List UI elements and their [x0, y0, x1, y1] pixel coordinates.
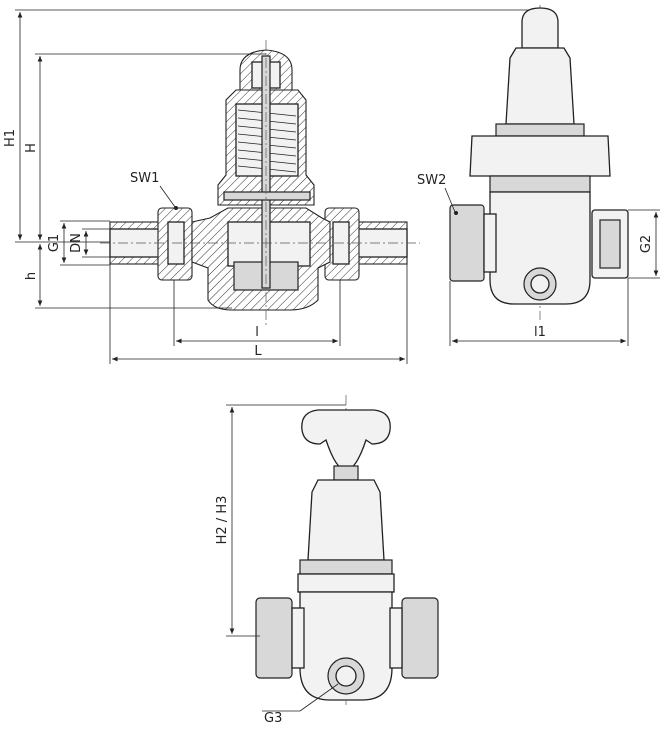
- handwheel-ring: [299, 559, 393, 575]
- label-SW2: SW2: [417, 173, 446, 188]
- handwheel-hub: [333, 465, 359, 481]
- side-body: [489, 191, 591, 305]
- side-right-thread: [599, 219, 621, 269]
- sw2-leader-dot: [454, 211, 458, 215]
- label-l1: l1: [534, 325, 546, 340]
- side-cap: [521, 7, 559, 49]
- label-L: L: [254, 344, 262, 359]
- handwheel-body: [299, 591, 393, 701]
- handwheel-view: H2 / H3 G3: [215, 395, 439, 726]
- side-flange: [469, 135, 611, 177]
- handwheel: [301, 409, 391, 471]
- section-view: [100, 40, 420, 325]
- handwheel-flange: [297, 573, 395, 593]
- side-ring: [495, 123, 585, 137]
- label-SW1: SW1: [130, 171, 159, 186]
- side-left-shoulder: [483, 213, 497, 273]
- label-l: l: [255, 325, 259, 340]
- handwheel-port-inner: [335, 665, 357, 687]
- handwheel-right-nut: [401, 597, 439, 679]
- side-spring-housing: [505, 47, 575, 125]
- sw1-leader-dot: [174, 206, 178, 210]
- label-G3: G3: [264, 711, 282, 726]
- side-left-nut: [449, 204, 485, 282]
- side-port-inner: [530, 274, 550, 294]
- section-dimensions: H1 H G1 DN h SW1 l L: [3, 9, 530, 364]
- diaphragm: [223, 191, 311, 201]
- label-H2-H3: H2 / H3: [215, 496, 230, 545]
- label-G1: G1: [47, 234, 62, 252]
- handwheel-left-shoulder: [291, 607, 305, 669]
- sw1-leader: [159, 185, 176, 208]
- label-DN: DN: [69, 233, 84, 253]
- g3-leader: [299, 683, 339, 712]
- label-H: H: [24, 143, 39, 153]
- side-view: SW2 G2 l1: [417, 5, 660, 346]
- label-H1: H1: [3, 129, 18, 147]
- label-G2: G2: [639, 235, 654, 253]
- side-flange-base: [489, 175, 591, 193]
- handwheel-left-nut: [255, 597, 293, 679]
- sw2-leader: [444, 187, 456, 213]
- handwheel-right-shoulder: [389, 607, 403, 669]
- label-h: h: [24, 272, 39, 280]
- handwheel-bonnet: [307, 479, 385, 561]
